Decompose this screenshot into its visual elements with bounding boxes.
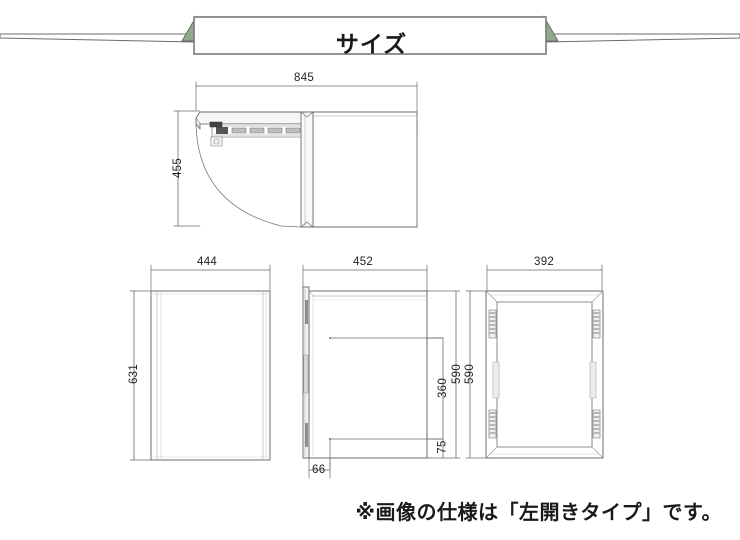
dim-label-75: 75 [436,440,449,454]
dim-label-845: 845 [294,72,315,84]
side-view-hinge-upper [305,300,308,324]
dim-tick-360 [426,337,444,440]
top-view-body [312,111,418,228]
rear-view-corner-miters [485,290,604,459]
rear-view-rail-left [492,361,500,399]
side-view-corner-chamfer [308,290,314,297]
side-view-hinge-lower [305,423,308,447]
banner-box [193,16,547,55]
rear-view-rail-right [589,361,597,399]
banner-graphic [0,15,740,55]
spec-note: ※画像の仕様は「左開きタイプ」です。 [355,500,722,524]
top-view-door-cap-left [195,117,201,130]
top-view-door-bottom-cap [300,221,314,228]
dim-label-66: 66 [312,464,326,476]
dim-label-452: 452 [353,256,374,268]
dim-tick-590-side [426,290,461,459]
dim-ext-66 [308,457,331,479]
dim-ext-444 [150,264,271,291]
dim-label-360: 360 [437,377,450,399]
dim-label-392: 392 [534,256,555,268]
side-view-body [308,290,428,459]
dim-label-455: 455 [172,157,185,179]
rear-view-drawing [465,264,604,459]
rear-view-cavity [496,301,593,448]
dim-ext-392 [486,264,603,292]
rear-view-hinges [488,309,601,439]
top-view-door-top-cap [300,111,314,118]
page-title: サイズ [335,32,408,58]
top-view-hinge-mechanism [209,121,310,147]
dim-label-631: 631 [128,363,141,385]
side-view-handle [303,354,309,394]
top-view-drawing [173,81,418,228]
section-banner: サイズ [0,10,740,62]
top-view-door-closed [300,111,314,228]
dim-label-444: 444 [197,256,218,268]
dim-label-590: 590 [464,363,477,385]
dim-ext-452 [302,264,428,292]
dim-label-590-side: 590 [451,363,464,385]
front-view-body [150,290,271,461]
top-view-swing-arc [195,123,302,228]
side-view-drawing [302,264,461,479]
front-view-drawing [129,264,271,461]
